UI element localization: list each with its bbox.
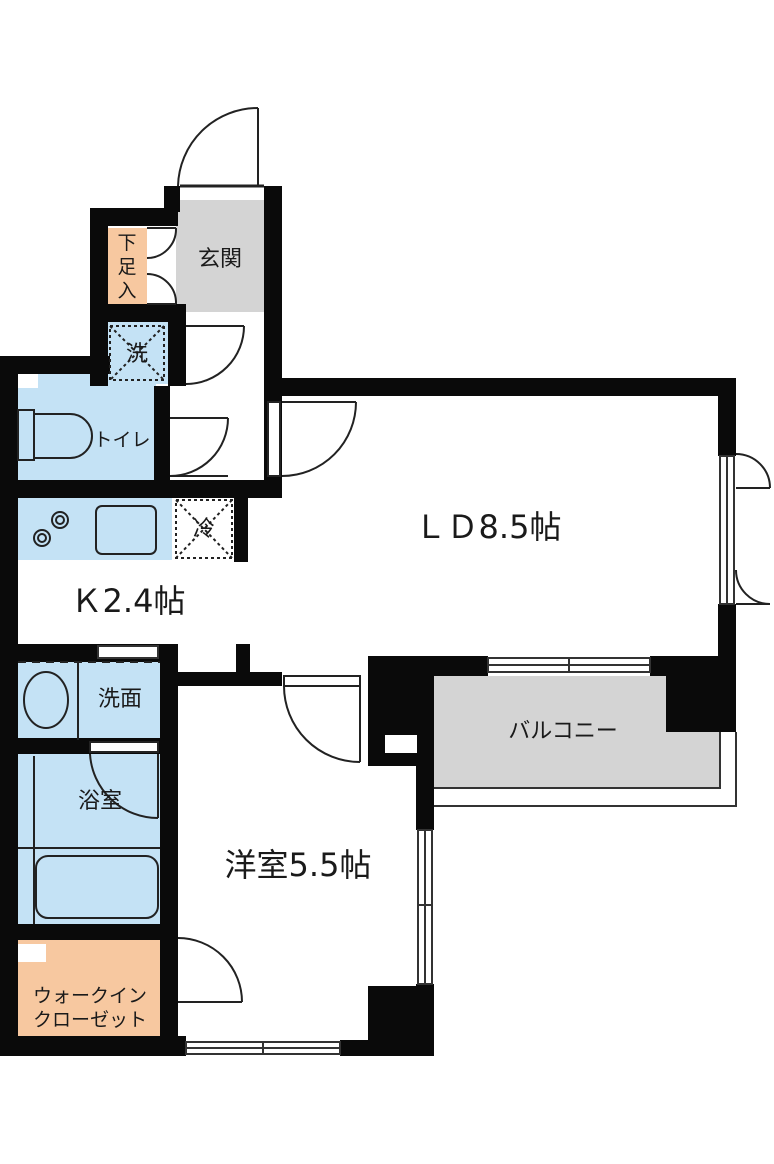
windows	[97, 455, 735, 1055]
wall	[0, 1036, 186, 1056]
pipe-shaft	[18, 374, 38, 388]
wall	[0, 480, 282, 498]
wall	[718, 378, 736, 456]
entrance-label: 玄関	[198, 247, 242, 272]
balcony-label: バルコニー	[508, 719, 618, 744]
bedroom-label: 洋室5.5帖	[225, 846, 372, 884]
entrance-floor	[176, 200, 266, 312]
opening	[97, 645, 159, 659]
burner	[51, 511, 69, 529]
wall	[340, 1040, 434, 1056]
wall	[0, 924, 178, 940]
wall	[90, 208, 178, 226]
bath-label: 浴室	[78, 789, 122, 814]
wall	[90, 208, 108, 386]
wall	[0, 356, 18, 1056]
bath-floor	[16, 754, 162, 924]
kitchen-label: Ｋ2.4帖	[71, 582, 186, 620]
pipe-shaft	[18, 944, 46, 962]
wall	[178, 672, 282, 686]
shoe-box-label: 入	[117, 280, 136, 302]
wall	[168, 304, 186, 386]
wall	[0, 356, 110, 374]
wall	[164, 186, 180, 212]
toilet-bowl	[34, 413, 93, 459]
shoe-box-label: 足	[117, 256, 136, 278]
walls	[0, 186, 736, 1056]
balcony-railing	[434, 732, 737, 807]
closet-label: クローゼット	[33, 1009, 147, 1031]
closet-label: ウォークイン	[33, 985, 147, 1007]
wall	[234, 496, 248, 562]
wall	[416, 760, 434, 830]
toilet-floor	[16, 372, 156, 480]
burner	[33, 529, 51, 547]
wall	[160, 660, 178, 1040]
washroom-label: 洗面	[98, 687, 142, 712]
kitchen-counter	[16, 498, 172, 560]
shoe-box-floor	[107, 228, 147, 304]
shoe-box-label: 下	[117, 232, 136, 254]
toilet-tank	[17, 409, 35, 461]
ld-label: ＬＤ8.5帖	[415, 508, 562, 546]
wall	[154, 386, 170, 482]
wall	[90, 304, 186, 322]
fridge-label: 冷	[193, 517, 215, 542]
kitchen-sink	[95, 505, 157, 555]
wall	[264, 378, 736, 396]
pipe-shaft	[383, 733, 419, 755]
bathtub	[35, 855, 159, 919]
washer-label: 洗	[126, 342, 148, 367]
doors	[89, 107, 771, 1003]
toilet-label: トイレ	[93, 429, 150, 451]
wall	[236, 644, 250, 674]
room-labels: 玄関 下 足 入 洗 トイレ 冷 ＬＤ8.5帖 Ｋ2.4帖 バルコニー 洗面 浴…	[33, 232, 618, 1031]
fixtures	[17, 325, 233, 924]
wash-basin	[23, 671, 69, 729]
wall	[666, 656, 736, 732]
